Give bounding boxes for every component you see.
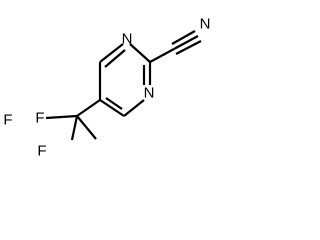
atom-fluorine-top: F [35,110,44,127]
bond-c6-n1-double [104,49,126,68]
bond-nitrile-triple-2 [171,30,196,45]
bond-n1-c2 [129,43,151,63]
atom-ring-n-top: N [122,31,133,48]
bond-nitrile-triple-3 [175,40,202,55]
bond-cf3-f-left [70,115,79,141]
bond-cf3-f-top [45,114,78,120]
atom-fluorine-left: F [3,112,12,129]
atom-nitrile-n: N [200,16,211,33]
bond-n3-c4 [123,99,145,117]
atom-fluorine-bottom: F [37,143,46,159]
bond-c2-cnitrile [149,48,175,63]
atom-ring-n-bottom: N [144,85,155,102]
bond-cf3-f-bottom [76,115,97,140]
structure-diagram: N N N F F F [0,0,224,159]
bond-c4-c5-double [105,97,123,110]
bond-c4-c5 [99,99,125,117]
bond-c5-cf3 [76,99,101,117]
bond-nitrile-triple-1 [173,35,199,50]
molecule-drawing: N N N F F F [3,16,211,159]
bond-c6-n1 [99,43,124,63]
